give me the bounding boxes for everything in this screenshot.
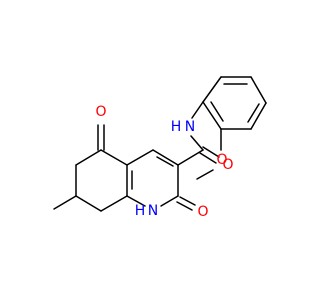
bond bbox=[202, 101, 222, 130]
nitrogen-label-amide: N bbox=[185, 119, 195, 135]
bond bbox=[191, 101, 204, 119]
bonds bbox=[53, 76, 267, 212]
oxygen-label-lactam: O bbox=[197, 204, 208, 220]
bond bbox=[152, 149, 179, 166]
bond bbox=[202, 146, 220, 158]
bond bbox=[160, 195, 179, 207]
bond bbox=[126, 195, 146, 207]
molecule-structure: O O O O N H N H bbox=[53, 76, 267, 220]
bond bbox=[126, 149, 154, 166]
atom-labels: O O O O N H N H bbox=[95, 104, 233, 220]
nitrogen-label-ring: N bbox=[148, 203, 158, 219]
bond bbox=[177, 149, 204, 166]
bond bbox=[196, 169, 214, 180]
bond bbox=[190, 135, 204, 151]
bond bbox=[247, 103, 260, 123]
hydrogen-label-ring: H bbox=[135, 203, 146, 219]
bond bbox=[53, 195, 77, 210]
bond bbox=[75, 195, 102, 212]
bond bbox=[199, 152, 217, 164]
bond bbox=[250, 102, 267, 130]
bond bbox=[156, 156, 174, 167]
bond bbox=[202, 76, 222, 103]
bond bbox=[100, 195, 128, 212]
hydrogen-label-amide: H bbox=[171, 119, 182, 135]
bond bbox=[210, 101, 224, 122]
oxygen-label-ketone: O bbox=[95, 104, 106, 120]
bond bbox=[100, 149, 128, 166]
bond bbox=[179, 196, 196, 206]
bond bbox=[250, 76, 267, 104]
oxygen-label-amide: O bbox=[222, 157, 233, 173]
bond bbox=[176, 201, 193, 211]
bond bbox=[75, 149, 102, 166]
oxygen-label-methoxy: O bbox=[216, 152, 227, 168]
